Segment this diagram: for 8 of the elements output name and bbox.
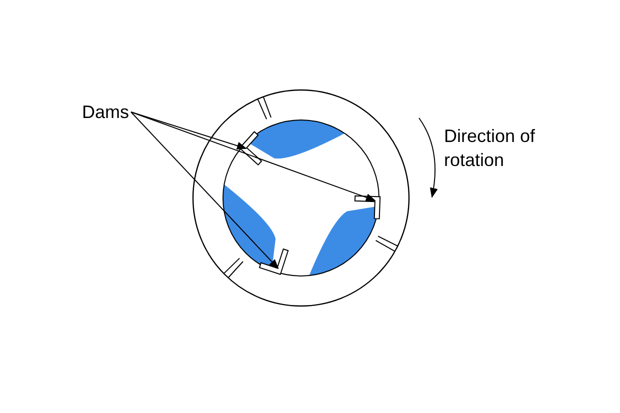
leader-line [130,112,279,270]
callout-text: Dams [82,100,130,124]
dam-bracket [354,195,381,220]
rotation-label: Direction of rotation [444,125,536,172]
dam-bracket [258,248,289,275]
leader-line [130,112,247,150]
dam-bracket [238,131,262,166]
leader-line [130,112,376,202]
